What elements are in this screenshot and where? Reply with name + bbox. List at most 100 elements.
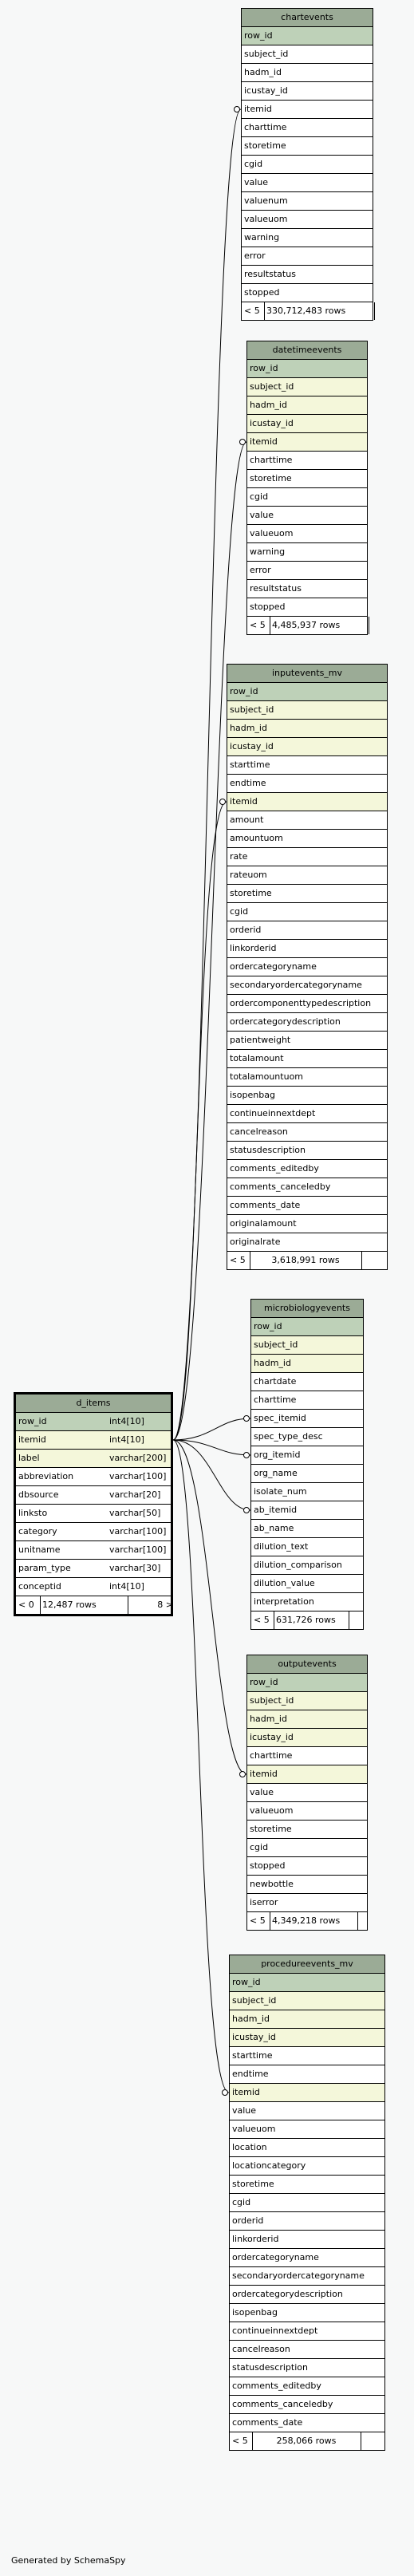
column-row[interactable]: cgid xyxy=(242,156,373,174)
column-row[interactable]: hadm_id xyxy=(230,2010,384,2029)
column-row[interactable]: chartdate xyxy=(251,1373,363,1391)
column-row[interactable]: isopenbag xyxy=(230,2304,384,2322)
column-row[interactable]: resultstatus xyxy=(242,266,373,284)
column-row[interactable]: statusdescription xyxy=(230,2359,384,2377)
column-row[interactable]: comments_date xyxy=(227,1197,387,1215)
column-row[interactable]: subject_id xyxy=(242,45,373,64)
column-row[interactable]: cancelreason xyxy=(230,2341,384,2359)
column-row[interactable]: storetime xyxy=(242,137,373,156)
column-row[interactable]: ordercategoryname xyxy=(227,958,387,976)
column-row[interactable]: itemid xyxy=(242,101,373,119)
column-row[interactable]: icustay_id xyxy=(247,1729,367,1747)
column-row[interactable]: comments_editedby xyxy=(230,2377,384,2396)
column-row[interactable]: ordercategoryname xyxy=(230,2249,384,2267)
column-row[interactable]: valueuom xyxy=(242,211,373,229)
column-row[interactable]: row_id xyxy=(230,1974,384,1992)
column-row[interactable]: totalamount xyxy=(227,1050,387,1068)
column-row[interactable]: linkorderid xyxy=(230,2231,384,2249)
column-row[interactable]: value xyxy=(242,174,373,192)
column-row[interactable]: charttime xyxy=(247,452,367,470)
column-row[interactable]: hadm_id xyxy=(247,396,367,415)
column-row[interactable]: comments_date xyxy=(230,2414,384,2432)
column-row[interactable]: storetime xyxy=(230,2176,384,2194)
column-row[interactable]: ab_itemid xyxy=(251,1501,363,1520)
column-row[interactable]: hadm_id xyxy=(251,1355,363,1373)
column-row[interactable]: stopped xyxy=(247,598,367,617)
column-row[interactable]: dilution_text xyxy=(251,1538,363,1556)
column-row[interactable]: comments_editedby xyxy=(227,1160,387,1178)
column-row[interactable]: hadm_id xyxy=(242,64,373,82)
column-row[interactable]: totalamountuom xyxy=(227,1068,387,1087)
column-row[interactable]: rate xyxy=(227,848,387,866)
column-row[interactable]: cgid xyxy=(230,2194,384,2212)
column-row[interactable]: valueuom xyxy=(230,2120,384,2139)
column-row[interactable]: orderid xyxy=(227,921,387,940)
column-row[interactable]: hadm_id xyxy=(227,720,387,738)
column-row[interactable]: patientweight xyxy=(227,1032,387,1050)
column-row[interactable]: subject_id xyxy=(227,701,387,720)
column-row[interactable]: stopped xyxy=(242,284,373,302)
column-row[interactable]: row_id xyxy=(247,1674,367,1692)
column-row[interactable]: subject_id xyxy=(247,378,367,396)
column-row[interactable]: continueinnextdept xyxy=(230,2322,384,2341)
column-row[interactable]: itemid xyxy=(247,1765,367,1784)
column-row[interactable]: comments_canceledby xyxy=(227,1178,387,1197)
column-row[interactable]: org_name xyxy=(251,1465,363,1483)
column-row[interactable]: subject_id xyxy=(247,1692,367,1710)
column-row[interactable]: subject_id xyxy=(230,1992,384,2010)
column-row[interactable]: statusdescription xyxy=(227,1142,387,1160)
column-row[interactable]: locationcategory xyxy=(230,2157,384,2176)
column-row[interactable]: row_id xyxy=(247,360,367,378)
column-row[interactable]: storetime xyxy=(227,885,387,903)
column-row[interactable]: itemid xyxy=(247,433,367,452)
column-row[interactable]: charttime xyxy=(251,1391,363,1410)
column-row[interactable]: ab_name xyxy=(251,1520,363,1538)
column-row[interactable]: storetime xyxy=(247,1821,367,1839)
column-row[interactable]: location xyxy=(230,2139,384,2157)
column-row[interactable]: value xyxy=(247,1784,367,1802)
column-row[interactable]: row_id xyxy=(251,1318,363,1336)
column-row[interactable]: amount xyxy=(227,811,387,830)
column-row[interactable]: cgid xyxy=(247,488,367,507)
column-row[interactable]: storetime xyxy=(247,470,367,488)
column-row[interactable]: comments_canceledby xyxy=(230,2396,384,2414)
column-row[interactable]: valuenum xyxy=(242,192,373,211)
column-row[interactable]: amountuom xyxy=(227,830,387,848)
column-row[interactable]: endtime xyxy=(230,2065,384,2084)
column-row[interactable]: error xyxy=(247,562,367,580)
column-row[interactable]: spec_type_desc xyxy=(251,1428,363,1446)
column-row[interactable]: continueinnextdept xyxy=(227,1105,387,1123)
column-row[interactable]: icustay_id xyxy=(247,415,367,433)
column-row[interactable]: itemid xyxy=(227,793,387,811)
column-row[interactable]: starttime xyxy=(227,756,387,775)
column-row[interactable]: cgid xyxy=(247,1839,367,1857)
column-row[interactable]: endtime xyxy=(227,775,387,793)
column-row[interactable]: ordercategorydescription xyxy=(230,2286,384,2304)
column-row[interactable]: secondaryordercategoryname xyxy=(230,2267,384,2286)
column-row[interactable]: dilution_value xyxy=(251,1575,363,1593)
column-row[interactable]: interpretation xyxy=(251,1593,363,1611)
column-row[interactable]: rateuom xyxy=(227,866,387,885)
column-row[interactable]: warning xyxy=(242,229,373,247)
column-row[interactable]: icustay_id xyxy=(227,738,387,756)
column-row[interactable]: icustay_id xyxy=(230,2029,384,2047)
column-row[interactable]: starttime xyxy=(230,2047,384,2065)
column-row[interactable]: valueuom xyxy=(247,1802,367,1821)
column-row[interactable]: warning xyxy=(247,543,367,562)
column-row[interactable]: valueuom xyxy=(247,525,367,543)
column-row[interactable]: newbottle xyxy=(247,1876,367,1894)
column-row[interactable]: hadm_id xyxy=(247,1710,367,1729)
column-row[interactable]: iserror xyxy=(247,1894,367,1912)
